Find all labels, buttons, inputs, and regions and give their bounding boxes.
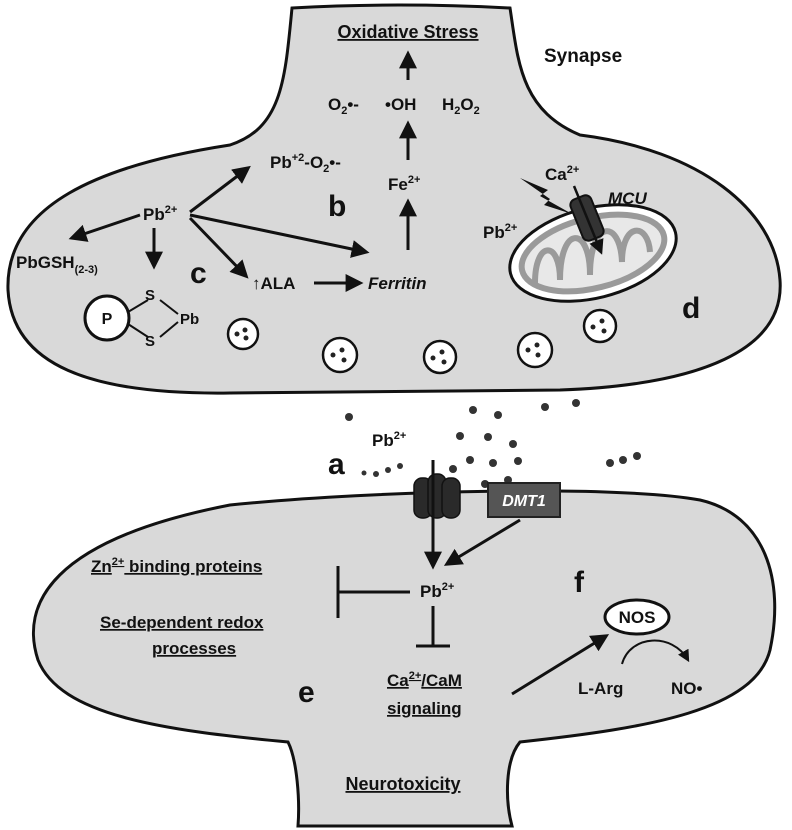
- ferritin-label: Ferritin: [368, 274, 427, 293]
- pb-particles: [345, 399, 641, 488]
- arrow-cam-to-nos: [511, 634, 610, 696]
- pb-postsynaptic-label: Pb2+: [420, 581, 454, 601]
- ala-label: ↑ALA: [252, 274, 295, 293]
- pb-superoxide-complex: Pb+2-O2•-: [270, 152, 341, 175]
- dmt1-transporter: DMT1: [487, 482, 561, 518]
- nos-ellipse: [603, 598, 671, 636]
- pb-chelate-label: Pb: [180, 311, 199, 328]
- cacam-line2: signaling: [387, 699, 462, 718]
- panel-d-label: d: [682, 292, 700, 325]
- ca-mito-label: Ca2+: [545, 164, 579, 184]
- sulfur-upper: S: [145, 287, 155, 304]
- mcu-label: MCU: [608, 189, 647, 208]
- protein-thiol-pb-complex: P S S Pb: [83, 287, 199, 350]
- sulfur-lower: S: [145, 333, 155, 350]
- panel-c-label: c: [190, 257, 207, 290]
- pb-presynaptic-label: Pb2+: [143, 204, 177, 224]
- panel-f-label: f: [574, 566, 585, 599]
- mito-cristae: [532, 227, 653, 284]
- panel-a-label: a: [328, 448, 345, 481]
- vesicle: [226, 317, 260, 351]
- protein-p-circle: [83, 294, 131, 342]
- bond-s2-pb: [159, 321, 179, 338]
- pbgsh-label: PbGSH(2-3): [16, 253, 98, 276]
- panel-e-label: e: [298, 676, 315, 709]
- pb-cleft-label: Pb2+: [372, 430, 406, 450]
- dmt1-label: DMT1: [502, 493, 546, 510]
- hydroxyl-label: •OH: [385, 95, 416, 114]
- se-redox-line1: Se-dependent redox: [100, 613, 264, 632]
- oxidative-stress-title: Oxidative Stress: [337, 22, 478, 42]
- nos-reaction-arc: [621, 639, 690, 665]
- lightning-bolt-icon: [520, 178, 572, 214]
- no-radical-label: NO•: [671, 679, 703, 698]
- fe-label: Fe2+: [388, 174, 420, 194]
- arrow-pb-to-ala: [188, 216, 249, 279]
- arrow-pb-to-complex: [189, 165, 251, 214]
- peroxide-label: H2O2: [442, 95, 480, 117]
- synapse-title: Synapse: [544, 46, 622, 67]
- postsynaptic-terminal: [31, 489, 777, 828]
- mcu-channel: [569, 185, 605, 255]
- cacam-line1: Ca2+/CaM: [387, 670, 462, 690]
- arrow-pb-to-ferritin: [189, 213, 370, 258]
- bond-p-s1: [127, 299, 149, 313]
- vesicle: [516, 331, 554, 369]
- calcium-channel: [413, 473, 461, 519]
- bond-s1-pb: [159, 299, 179, 315]
- vesicle: [582, 308, 618, 344]
- arrow-dmt1-to-pb: [443, 518, 521, 566]
- superoxide-label: O2•-: [328, 95, 359, 117]
- bond-p-s2: [127, 323, 149, 338]
- protein-p-label: P: [102, 311, 113, 328]
- zn-binding-proteins: Zn2+ binding proteins: [91, 556, 262, 576]
- nos-label: NOS: [619, 608, 656, 627]
- arrow-pb-to-pbgsh: [68, 213, 141, 242]
- l-arg-label: L-Arg: [578, 679, 623, 698]
- neurotoxicity-title: Neurotoxicity: [345, 774, 460, 794]
- se-redox-line2: processes: [152, 639, 236, 658]
- synaptic-vesicles: [226, 308, 618, 375]
- vesicle: [321, 336, 359, 374]
- presynaptic-terminal: [6, 3, 782, 395]
- pb-mito-label: Pb2+: [483, 222, 517, 242]
- vesicle: [422, 339, 458, 375]
- panel-b-label: b: [328, 190, 346, 223]
